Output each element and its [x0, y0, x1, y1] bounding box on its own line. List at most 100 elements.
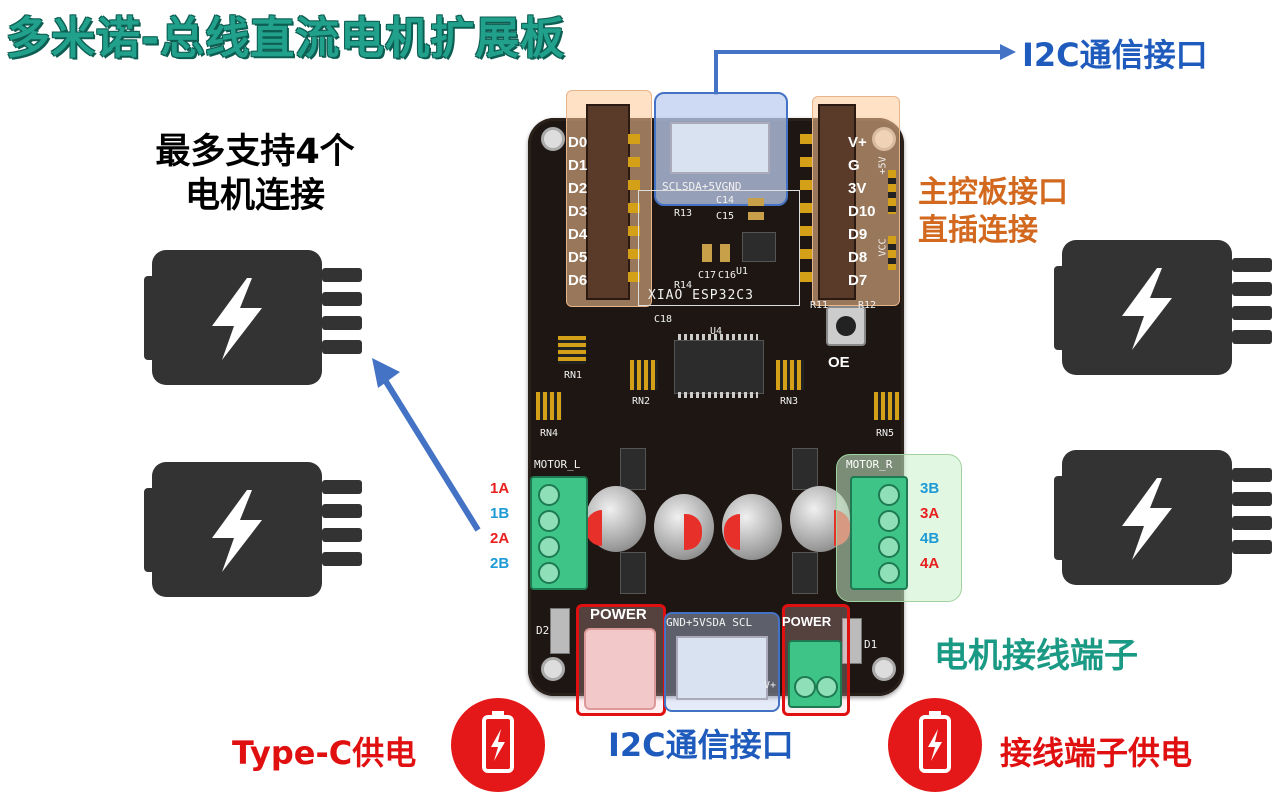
terminal-screw [816, 676, 838, 698]
pin-label: D3 [568, 203, 588, 220]
motor-r-terminal [850, 476, 908, 590]
oe-button-cap [836, 316, 856, 336]
pin-3a: 3A [920, 505, 940, 522]
left-gold-pads [628, 134, 640, 294]
silk-c15: C15 [716, 211, 735, 222]
diode-d2 [550, 608, 570, 654]
u4-pins [678, 392, 758, 398]
motor-icon [144, 250, 362, 385]
typec-port [584, 628, 656, 710]
i2c-top-label: I2C通信接口 [1022, 36, 1208, 74]
right-terminal-pin-labels: 3B 3A 4B 4A [920, 480, 939, 580]
terminal-screw [878, 536, 900, 558]
battery-icon [888, 698, 982, 792]
page-title: 多米诺-总线直流电机扩展板 [6, 13, 566, 64]
pin-label: D1 [568, 157, 588, 174]
oe-label: OE [828, 354, 850, 371]
left-terminal-pin-labels: 1A 1B 2A 2B [490, 480, 509, 580]
capacitor-stripe [586, 510, 602, 546]
cap-part [748, 198, 764, 206]
silk-rn2: RN2 [632, 396, 651, 407]
pin-label: D0 [568, 134, 588, 151]
pin-1a: 1A [490, 480, 510, 497]
cap-part [702, 244, 712, 262]
cap-part [720, 244, 730, 262]
i2c-arrowhead [1000, 44, 1016, 60]
power-right-label: POWER [782, 614, 832, 629]
mount-hole [872, 657, 896, 681]
driver-chip [620, 448, 646, 490]
silk-c18: C18 [654, 314, 673, 325]
pin-label: D5 [568, 249, 588, 266]
u4-chip [674, 340, 764, 394]
terminal-screw [538, 510, 560, 532]
motor-icon [144, 462, 362, 597]
power-terminal [788, 640, 842, 708]
motor-l-terminal [530, 476, 588, 590]
pin-label: D2 [568, 180, 588, 197]
pin-label: D4 [568, 226, 588, 243]
controller-line2: 直插连接 [918, 213, 1038, 248]
cap-part [748, 212, 764, 220]
rn1-part [558, 336, 586, 364]
motor-arrow [382, 378, 481, 532]
terminal-power-label: 接线端子供电 [1000, 734, 1193, 772]
rn5-part [874, 392, 900, 420]
rn3-part [776, 360, 804, 390]
left-pin-header [586, 104, 630, 300]
jumper-pads [888, 236, 896, 270]
terminal-screw [878, 484, 900, 506]
silk-plus5v: +5V [877, 156, 889, 175]
terminal-screw [538, 484, 560, 506]
silk-rn4: RN4 [540, 428, 559, 439]
motor-icon [1054, 450, 1272, 585]
silk-u4: U4 [710, 326, 723, 337]
silk-rn3: RN3 [780, 396, 799, 407]
xiao-outline [638, 190, 800, 306]
silk-r13: R13 [674, 208, 693, 219]
capacitor-stripe [724, 514, 740, 550]
pin-2a: 2A [490, 530, 510, 547]
pin-label: D10 [848, 203, 876, 220]
terminal-screw [538, 562, 560, 584]
i2c-arrow [714, 50, 1000, 95]
silk-rn1: RN1 [564, 370, 583, 381]
controller-label: 主控板接口 直插连接 [918, 174, 1068, 250]
motor-support-line2: 电机连接 [184, 176, 325, 216]
pin-3b: 3B [920, 480, 940, 497]
silk-r11: R11 [810, 300, 829, 311]
terminal-screw [878, 562, 900, 584]
motor-arrowhead [372, 358, 400, 388]
i2c-bottom-connector [676, 636, 768, 700]
terminal-screw [794, 676, 816, 698]
i2c-bottom-label: I2C通信接口 [608, 726, 794, 764]
motor-support-line1: 最多支持4个 [155, 132, 355, 172]
terminal-screw [878, 510, 900, 532]
silk-d1: D1 [864, 638, 878, 651]
pin-label: D6 [568, 272, 588, 289]
silk-u1: U1 [736, 266, 749, 277]
motor-r-label: MOTOR_R [846, 458, 893, 471]
pin-1b: 1B [490, 505, 510, 522]
motor-l-label: MOTOR_L [534, 458, 581, 471]
silk-d2: D2 [536, 624, 550, 637]
terminal-screw [538, 536, 560, 558]
mount-hole [541, 127, 565, 151]
silk-vplus: V+ [764, 680, 777, 691]
silk-r14: R14 [674, 280, 693, 291]
silk-rn5: RN5 [876, 428, 895, 439]
i2c-bottom-silk: GND+5VSDA SCL [666, 616, 753, 629]
pin-label: D9 [848, 226, 868, 243]
driver-chip [792, 448, 818, 490]
silk-r12: R12 [858, 300, 877, 311]
pin-label: V+ [848, 134, 867, 151]
pin-label: 3V [848, 180, 867, 197]
oe-button[interactable] [826, 306, 866, 346]
driver-chip [620, 552, 646, 594]
pin-label: D7 [848, 272, 868, 289]
driver-chip [792, 552, 818, 594]
pin-label: D8 [848, 249, 868, 266]
right-header-labels: V+ G 3V D10 D9 D8 D7 [848, 134, 876, 295]
pin-2b: 2B [490, 555, 510, 572]
